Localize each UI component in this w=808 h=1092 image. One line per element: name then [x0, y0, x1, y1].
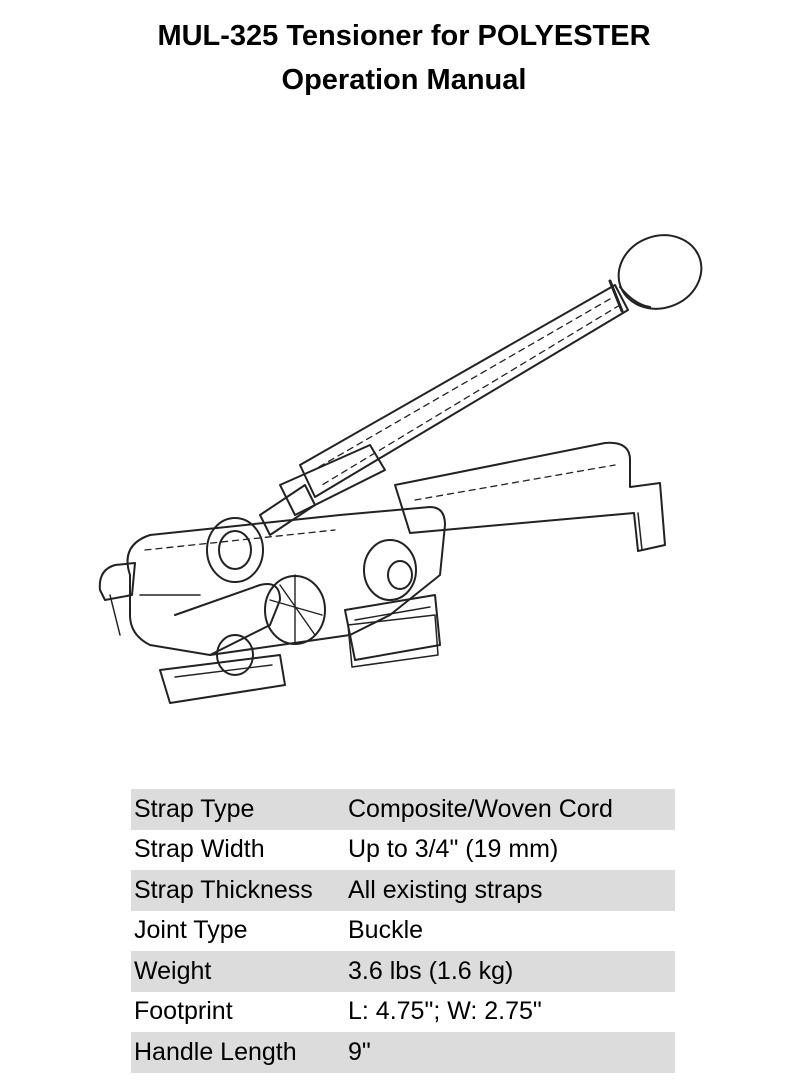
spec-label: Strap Type: [131, 789, 345, 830]
spec-value: Up to 3/4" (19 mm): [348, 835, 559, 864]
spec-value: Buckle: [348, 916, 424, 945]
specifications-table: Strap Type Composite/Woven Cord Strap Wi…: [131, 789, 675, 1073]
table-row: Strap Type Composite/Woven Cord: [131, 789, 675, 830]
spec-value: 3.6 lbs (1.6 kg): [345, 951, 675, 992]
title-line-1: MUL-325 Tensioner for POLYESTER: [157, 20, 651, 52]
document-title: MUL-325 Tensioner for POLYESTER Operatio…: [0, 14, 808, 102]
title-line-2: Operation Manual: [281, 64, 527, 96]
table-row: Handle Length 9": [131, 1032, 675, 1073]
table-row: Weight 3.6 lbs (1.6 kg): [131, 951, 675, 992]
table-row: Joint Type Buckle: [131, 911, 675, 952]
spec-value: L: 4.75"; W: 2.75": [348, 997, 542, 1026]
spec-value: 9": [345, 1032, 675, 1073]
spec-label: Weight: [131, 951, 345, 992]
spec-label: Strap Width: [134, 835, 265, 864]
spec-label: Footprint: [134, 997, 233, 1026]
spec-value: All existing straps: [345, 870, 675, 911]
spec-value: Composite/Woven Cord: [345, 789, 675, 830]
table-row: Strap Thickness All existing straps: [131, 870, 675, 911]
spec-label: Joint Type: [134, 916, 248, 945]
spec-label: Handle Length: [131, 1032, 345, 1073]
table-row: Strap Width Up to 3/4" (19 mm): [131, 830, 675, 871]
table-row: Footprint L: 4.75"; W: 2.75": [131, 992, 675, 1033]
spec-label: Strap Thickness: [131, 870, 345, 911]
tensioner-drawing: [98, 234, 703, 704]
tensioner-tool-illustration: [90, 215, 720, 725]
